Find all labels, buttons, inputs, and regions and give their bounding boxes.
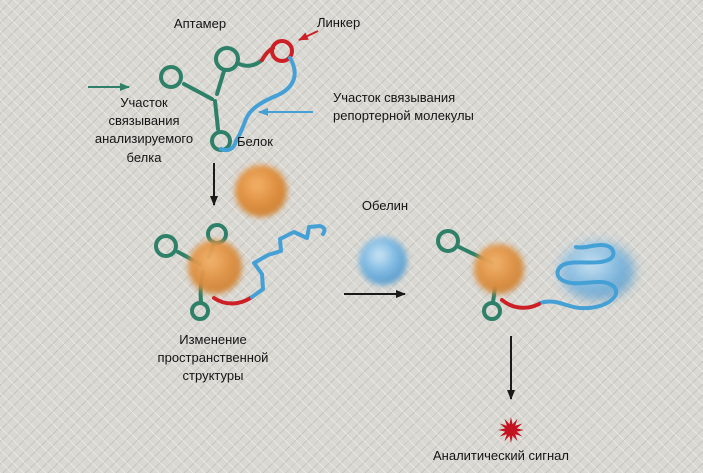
reporter-strand [234, 56, 297, 143]
left-arm-loop [159, 65, 183, 89]
protein-label: Белок [237, 134, 273, 149]
protein-sphere-bound [188, 240, 242, 294]
obelin-sphere-free [359, 237, 407, 285]
aptamer-protein-obelin-complex [436, 229, 634, 321]
linker-loop [270, 39, 294, 63]
left-arm-loop-3 [436, 229, 460, 253]
bottom-stem [213, 99, 220, 131]
top-arm-loop [214, 46, 240, 72]
linker-label: Линкер [317, 15, 361, 30]
aptamer-structure-free [159, 39, 297, 153]
top-arm-stem [215, 69, 226, 96]
bottom-hairpin-loop-3 [482, 301, 502, 321]
analytical-signal-label: Аналитический сигнал [433, 448, 569, 463]
linker-pointer-arrow [298, 30, 319, 41]
left-arm-stem [182, 82, 214, 101]
structure-change-label: Изменение пространственной структуры [157, 332, 269, 384]
bottom-hairpin-loop-2 [190, 301, 210, 321]
aptamer-protein-complex [154, 223, 327, 321]
reporter-strand-folded [538, 243, 619, 311]
linker-stretched-2 [500, 298, 541, 310]
protein-sphere-bound-2 [474, 244, 524, 294]
linker-connector-green [235, 58, 264, 68]
protein-binding-site-label: Участок связывания анализируемого белка [94, 95, 194, 165]
left-arm-loop-2 [154, 234, 178, 258]
aptamer-label: Аптамер [173, 16, 227, 31]
reporter-bottom-arc [219, 139, 238, 153]
obelin-label: Обелин [361, 198, 409, 213]
obelin-sphere-bound [560, 242, 634, 300]
protein-sphere-free [235, 165, 287, 217]
reporter-binding-site-label: Участок связывания репортерной молекулы [333, 90, 474, 124]
reporter-strand-extended [250, 224, 327, 299]
signal-starburst-icon [498, 417, 524, 443]
linker-stretched [212, 295, 254, 306]
